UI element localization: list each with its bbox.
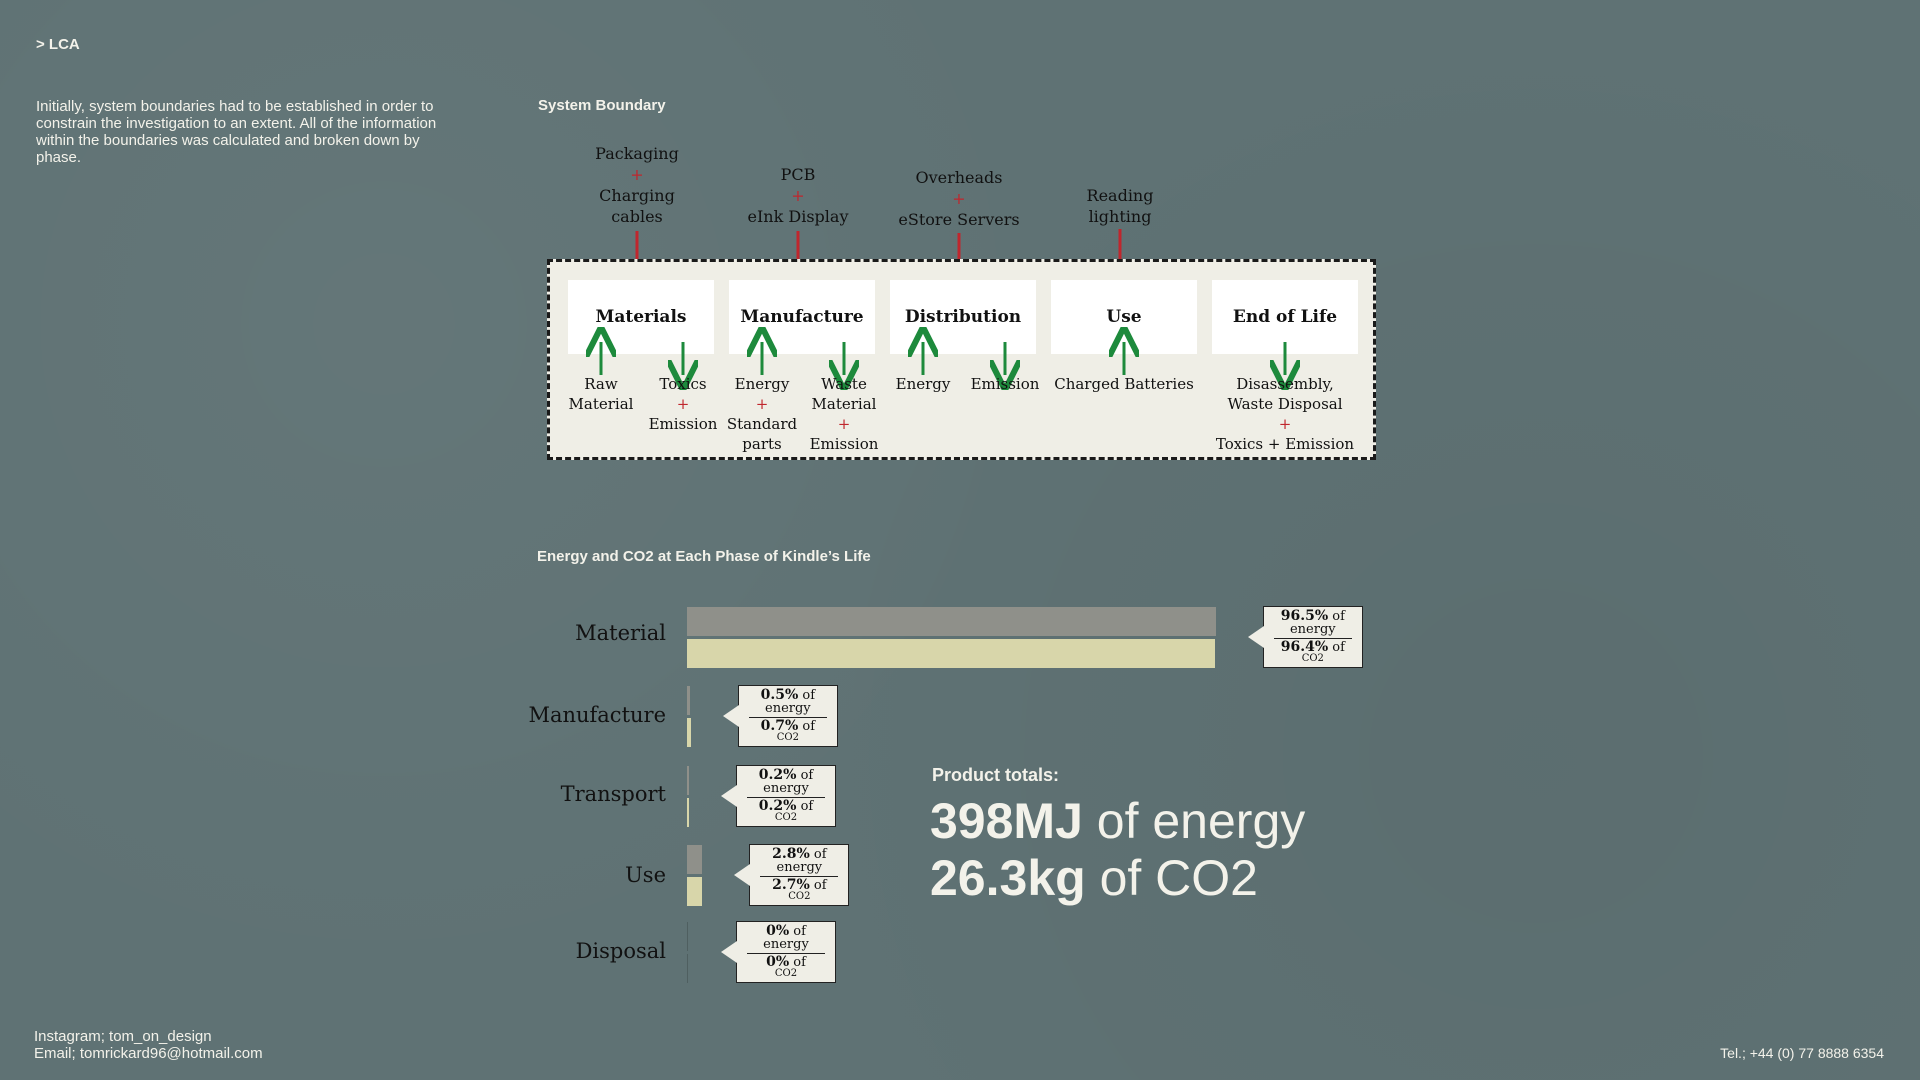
flow-arrows	[550, 262, 1373, 457]
input-reading-lighting: Reading lighting	[1086, 186, 1154, 226]
flow-disassembly: Disassembly, Waste Disposal	[1227, 375, 1343, 413]
total-co2-value: 26.3kg	[930, 850, 1086, 906]
input-overheads-top: Overheads	[915, 168, 1003, 187]
total-co2: 26.3kg of CO2	[930, 849, 1258, 907]
flow-toxics: Toxics	[659, 375, 707, 393]
flow-emission: Emission	[648, 415, 718, 433]
flow-distribution-emission: Emission	[970, 375, 1040, 393]
energy-chart-title: Energy and CO2 at Each Phase of Kindle’s…	[537, 548, 871, 565]
breadcrumb[interactable]: > LCA	[36, 36, 80, 53]
input-pcb-top: PCB	[780, 165, 816, 184]
phase-end-of-life: End of Life	[1212, 280, 1358, 354]
system-boundary-title: System Boundary	[538, 97, 666, 114]
flow-manufacture-in: Energy + Standard parts	[727, 374, 797, 454]
total-energy: 398MJ of energy	[930, 792, 1305, 850]
input-pcb-plus: +	[791, 186, 805, 205]
flow-plus: +	[676, 395, 690, 413]
total-energy-suffix: of energy	[1082, 793, 1306, 849]
input-overheads-bottom: eStore Servers	[898, 210, 1020, 229]
flow-charged-batteries: Charged Batteries	[1054, 375, 1194, 393]
input-packaging: Packaging + Charging cables	[552, 143, 722, 227]
phase-distribution: Distribution	[890, 280, 1036, 354]
footer-instagram[interactable]: Instagram; tom_on_design	[34, 1028, 212, 1045]
flow-plus: +	[755, 395, 769, 413]
input-pcb-bottom: eInk Display	[747, 207, 849, 226]
input-packaging-plus: +	[630, 165, 644, 184]
flow-energy: Energy	[734, 375, 790, 393]
input-packaging-top: Packaging	[595, 144, 679, 163]
flow-distribution-energy: Energy	[895, 375, 951, 393]
flow-eol-out: Disassembly, Waste Disposal + Toxics + E…	[1216, 374, 1354, 454]
flow-manufacture-out: Waste Material + Emission	[810, 374, 879, 454]
flow-raw-material: Raw Material	[568, 375, 634, 413]
intro-text: Initially, system boundaries had to be e…	[36, 98, 437, 166]
flow-plus: +	[1278, 415, 1292, 433]
total-energy-value: 398MJ	[930, 793, 1083, 849]
flow-waste-material: Waste Material	[811, 375, 877, 413]
input-overheads: Overheads + eStore Servers	[874, 167, 1044, 230]
flow-plus: +	[837, 415, 851, 433]
total-co2-suffix: of CO2	[1085, 850, 1258, 906]
input-overheads-plus: +	[952, 189, 966, 208]
input-packaging-bottom: Charging cables	[599, 186, 675, 226]
footer-tel[interactable]: Tel.; +44 (0) 77 8888 6354	[1720, 1045, 1884, 1061]
flow-materials-out: Toxics + Emission	[649, 374, 718, 434]
input-pcb: PCB + eInk Display	[713, 164, 883, 227]
flow-emission: Emission	[809, 435, 879, 453]
system-boundary-box: Materials Manufacture Distribution Use E…	[547, 259, 1376, 460]
footer-email[interactable]: Email; tomrickard96@hotmail.com	[34, 1045, 263, 1062]
flow-toxics-emission: Toxics + Emission	[1215, 435, 1355, 453]
product-totals-heading: Product totals:	[932, 765, 1060, 785]
flow-standard-parts: Standard parts	[726, 415, 798, 453]
footer-contact: Instagram; tom_on_design Email; tomricka…	[34, 1028, 263, 1062]
